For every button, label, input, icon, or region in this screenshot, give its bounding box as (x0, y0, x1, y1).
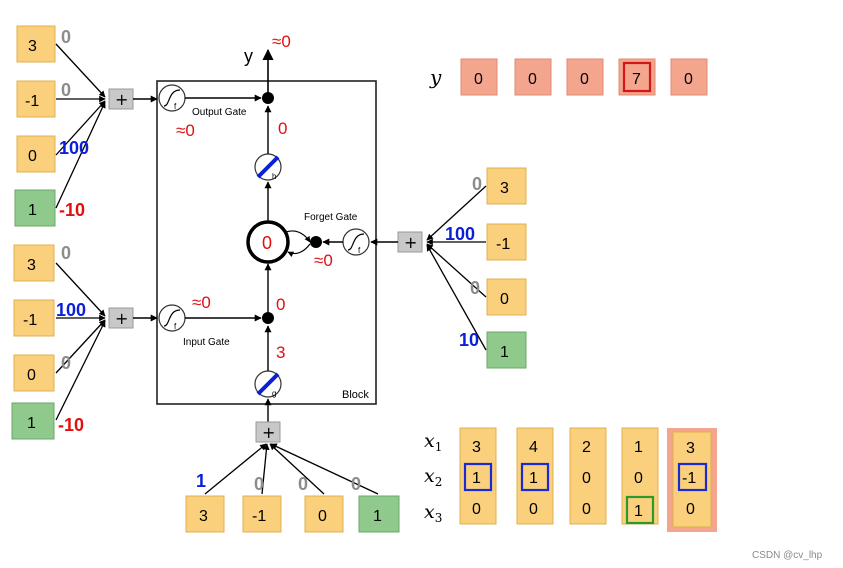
input-gate-label: Input Gate (183, 337, 230, 348)
svg-text:f: f (174, 102, 177, 111)
weight-label: 0 (254, 474, 264, 494)
weight-label: 0 (61, 27, 71, 47)
input-cell: 1 (28, 202, 37, 219)
output-label: y (244, 46, 253, 66)
x-cell: 2 (582, 439, 591, 456)
x-row-label: x3 (424, 501, 442, 525)
y-cell: 7 (632, 71, 641, 88)
output-value: ≈0 (272, 32, 291, 51)
svg-text:+: + (115, 90, 128, 109)
weight-label: 10 (459, 330, 479, 350)
y-cell: 0 (474, 71, 483, 88)
x-cell: 0 (472, 501, 481, 518)
output-gate: f (158, 84, 186, 112)
input-cell: 1 (500, 344, 509, 361)
weight-label: 0 (61, 243, 71, 263)
y-row-label: y (429, 65, 442, 89)
forget-multiply-node (310, 236, 322, 248)
h-value: 0 (278, 119, 287, 138)
input-cell: 3 (199, 508, 208, 525)
x-cell: 1 (529, 470, 538, 487)
plus-box-g: + (255, 421, 281, 443)
block-label: Block (342, 389, 369, 401)
x-cell: 1 (634, 439, 643, 456)
h-activation-node: h (254, 153, 282, 181)
g-value: 3 (276, 343, 285, 362)
forget-gate-value: ≈0 (314, 251, 333, 270)
g-activation-node: g (254, 370, 282, 398)
output-multiply-node (262, 92, 274, 104)
x-cell: 0 (582, 501, 591, 518)
output-gate-value: ≈0 (176, 121, 195, 140)
weight-label: 0 (61, 353, 71, 373)
input-cell: -1 (496, 236, 510, 253)
svg-text:h: h (272, 172, 276, 181)
watermark: CSDN @cv_lhp (752, 550, 823, 561)
y-cell: 0 (528, 71, 537, 88)
input-cell: 3 (500, 180, 509, 197)
input-cell: 0 (27, 367, 36, 384)
input-gate-value: ≈0 (192, 293, 211, 312)
forget-gate: f (342, 228, 370, 256)
weight-label: 100 (56, 300, 86, 320)
plus-box-forget: + (397, 231, 423, 253)
input-cell: 3 (28, 38, 37, 55)
input-cell: -1 (252, 508, 266, 525)
forget-gate-inputs: 3 -1 0 1 0 100 0 10 (426, 167, 527, 369)
weight-label: 0 (470, 278, 480, 298)
x-cell: 1 (472, 470, 481, 487)
weight-label: -10 (59, 200, 85, 220)
x-cell: 0 (582, 470, 591, 487)
input-cell: 1 (27, 415, 36, 432)
weight-label: -10 (58, 415, 84, 435)
forget-gate-label: Forget Gate (304, 212, 358, 223)
svg-text:g: g (272, 389, 276, 398)
svg-text:+: + (115, 309, 128, 328)
y-sequence: y 0 0 0 7 0 (429, 58, 708, 96)
input-gate-inputs: 3 -1 0 1 0 100 0 -10 (11, 243, 106, 440)
weight-label: 1 (196, 471, 206, 491)
weight-label: 0 (61, 80, 71, 100)
input-cell: 0 (318, 508, 327, 525)
output-gate-inputs: 3 -1 0 1 0 0 100 -10 (14, 25, 106, 227)
input-gate: f (158, 304, 186, 332)
output-gate-label: Output Gate (192, 107, 247, 118)
svg-text:f: f (174, 322, 177, 331)
plus-box-input: + (108, 307, 134, 329)
y-cell: 0 (580, 71, 589, 88)
g-inputs: 3 -1 0 1 1 0 0 0 (185, 443, 400, 533)
weight-label: 0 (351, 474, 361, 494)
x-row-label: x2 (424, 465, 442, 489)
input-cell: 1 (373, 508, 382, 525)
weight-label: 0 (472, 174, 482, 194)
svg-text:+: + (262, 423, 275, 442)
x-sequence: x1 x2 x3 3 1 0 4 1 0 2 0 0 1 0 1 3 -1 0 (424, 427, 717, 532)
cell-value: 0 (262, 233, 272, 253)
x-cell: 0 (686, 501, 695, 518)
x-cell: 0 (634, 470, 643, 487)
x-cell: 0 (529, 501, 538, 518)
input-cell: 3 (27, 257, 36, 274)
input-cell: -1 (25, 93, 39, 110)
x-cell: 3 (686, 440, 695, 457)
svg-text:f: f (358, 246, 361, 255)
x-cell: 4 (529, 439, 538, 456)
svg-text:+: + (404, 233, 417, 252)
x-cell: 3 (472, 439, 481, 456)
x-row-label: x1 (424, 430, 442, 454)
input-cell: 0 (28, 148, 37, 165)
input-multiply-value: 0 (276, 295, 285, 314)
plus-box-output: + (108, 88, 134, 110)
input-cell: -1 (23, 312, 37, 329)
memory-cell: 0 (246, 220, 290, 264)
x-cell: -1 (682, 470, 696, 487)
x-cell: 1 (634, 503, 643, 520)
weight-label: 100 (59, 138, 89, 158)
weight-label: 0 (298, 474, 308, 494)
weight-label: 100 (445, 224, 475, 244)
y-cell: 0 (684, 71, 693, 88)
input-multiply-node (262, 312, 274, 324)
input-cell: 0 (500, 291, 509, 308)
